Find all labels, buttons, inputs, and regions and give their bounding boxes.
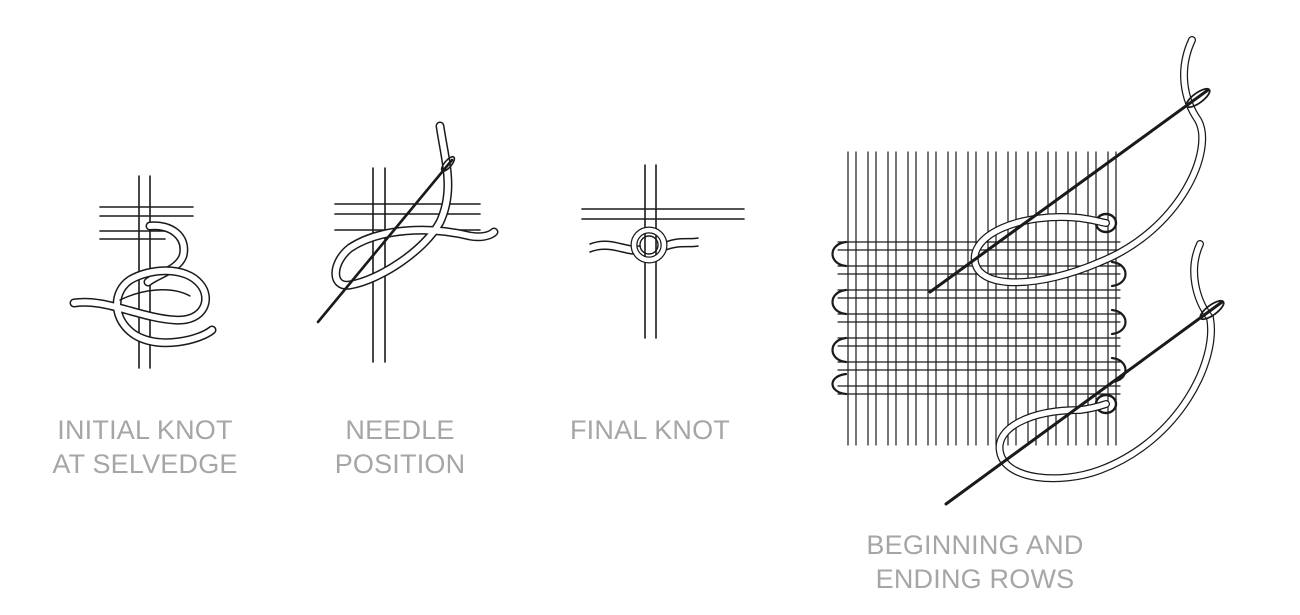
caption-final-knot: FINAL KNOT — [555, 413, 745, 447]
caption-line: BEGINNING AND — [866, 530, 1084, 560]
initial-knot-illustration — [69, 175, 217, 369]
caption-line: ENDING ROWS — [875, 564, 1075, 594]
caption-line: POSITION — [334, 449, 466, 479]
needle-position-illustration — [316, 121, 499, 363]
caption-needle-position: NEEDLE POSITION — [300, 413, 500, 481]
caption-initial-knot: INITIAL KNOT AT SELVEDGE — [40, 413, 250, 481]
caption-line: FINAL KNOT — [569, 415, 731, 445]
caption-line: AT SELVEDGE — [52, 449, 238, 479]
caption-beginning-ending-rows: BEGINNING AND ENDING ROWS — [850, 528, 1100, 596]
caption-line: NEEDLE — [345, 415, 455, 445]
beginning-ending-rows-illustration — [831, 36, 1225, 506]
caption-line: INITIAL KNOT — [57, 415, 233, 445]
final-knot-illustration — [581, 164, 745, 339]
